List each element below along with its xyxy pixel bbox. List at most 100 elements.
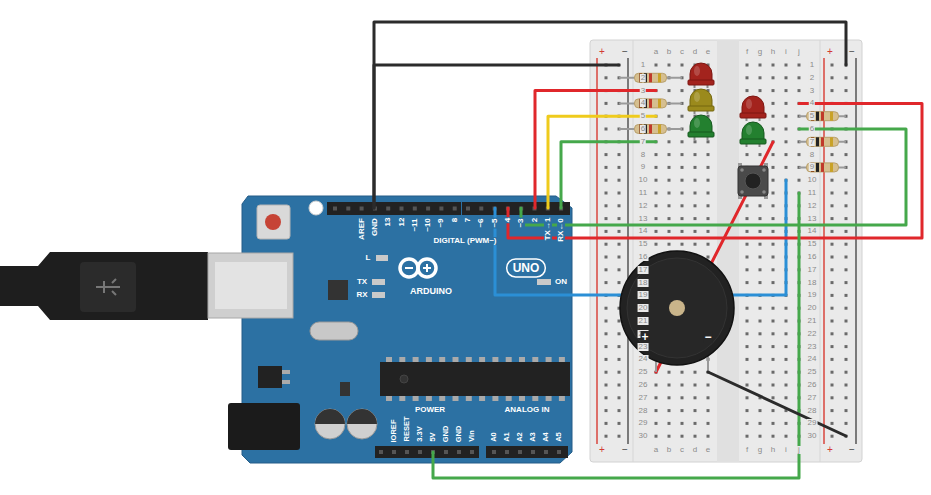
pin-label: ~5 [491,217,499,228]
breadboard-hole [759,89,762,92]
breadboard-hole [759,281,762,284]
breadboard-hole [831,153,834,156]
regulator-pin [282,370,290,374]
breadboard-hole [831,371,834,374]
row-number: 27 [638,394,649,402]
breadboard-hole [605,396,608,399]
breadboard-hole [772,320,775,323]
breadboard-hole [772,384,775,387]
breadboard-hole [746,89,749,92]
breadboard-hole [681,384,684,387]
row-number: 7 [640,138,646,146]
breadboard-hole [759,230,762,233]
breadboard-hole [772,64,775,67]
breadboard-hole [707,192,710,195]
row-number: 1 [640,61,646,69]
breadboard-hole [831,179,834,182]
breadboard-hole [655,396,658,399]
breadboard-hole [681,140,684,143]
column-letter: g [757,446,763,454]
row-number: 20 [807,304,818,312]
row-number: 3 [809,87,815,95]
breadboard-hole [772,166,775,169]
led-rim [688,106,714,111]
row-number: 28 [807,407,818,415]
breadboard-hole [605,76,608,79]
breadboard-hole [668,64,671,67]
breadboard-hole [655,166,658,169]
breadboard-hole [618,243,621,246]
resistor-band [658,125,661,134]
crystal [310,322,358,340]
led-rx [372,292,385,298]
row-number: 9 [640,163,646,171]
brand-name: ARDUINO [409,287,453,296]
resistor-band [821,163,824,172]
breadboard-hole [845,243,848,246]
column-letter: i [784,48,788,56]
analog-header [486,446,568,458]
breadboard-hole [785,307,788,310]
button-corner [762,190,766,194]
breadboard-hole [845,358,848,361]
column-letter: h [770,48,776,56]
led [740,96,766,121]
breadboard-hole [845,179,848,182]
voltage-regulator [258,366,282,388]
led-label: TX [356,278,368,286]
buzzer-pin-sign: + [640,331,649,343]
row-number: 21 [638,317,649,325]
breadboard-hole [772,435,775,438]
breadboard-hole [681,371,684,374]
row-number: 6 [640,125,646,133]
breadboard-hole [605,128,608,131]
breadboard-hole [772,102,775,105]
breadboard-hole [845,384,848,387]
header-socket [453,207,457,211]
breadboard-hole [772,396,775,399]
breadboard-hole [668,409,671,412]
breadboard-hole [668,153,671,156]
breadboard-hole [605,345,608,348]
breadboard-hole [831,384,834,387]
column-letter: g [757,48,763,56]
led-dome [690,89,712,108]
pin-label: Vin [468,429,476,443]
pin-label: GND [455,424,463,443]
breadboard-hole [785,166,788,169]
breadboard-hole [831,64,834,67]
capacitor-top [347,409,377,424]
breadboard-hole [831,204,834,207]
breadboard-hole [655,217,658,220]
breadboard-hole [746,332,749,335]
breadboard-hole [605,384,608,387]
breadboard-hole [746,435,749,438]
breadboard-hole [831,89,834,92]
led-dome [742,122,764,141]
chip-pin [386,396,392,401]
breadboard-hole [759,332,762,335]
breadboard-hole [746,217,749,220]
pin-label: 2 [531,217,539,223]
button-body [738,166,768,196]
breadboard-hole [681,179,684,182]
breadboard-hole [618,230,621,233]
breadboard-hole [681,422,684,425]
usb-icon [96,279,120,295]
column-letter: f [745,48,749,56]
breadboard-hole [798,76,801,79]
breadboard-hole [605,358,608,361]
rail-polarity-sign: + [598,445,606,455]
breadboard-hole [668,115,671,118]
header-title: DIGITAL (PWM~) [432,237,497,245]
row-number: 26 [807,381,818,389]
row-number: 9 [809,163,815,171]
breadboard-hole [707,204,710,207]
header-socket [346,207,350,211]
breadboard-hole [831,332,834,335]
header-title: ANALOG IN [504,406,551,414]
resistor-band [830,163,833,172]
row-number: 18 [638,279,649,287]
breadboard-hole [694,217,697,220]
